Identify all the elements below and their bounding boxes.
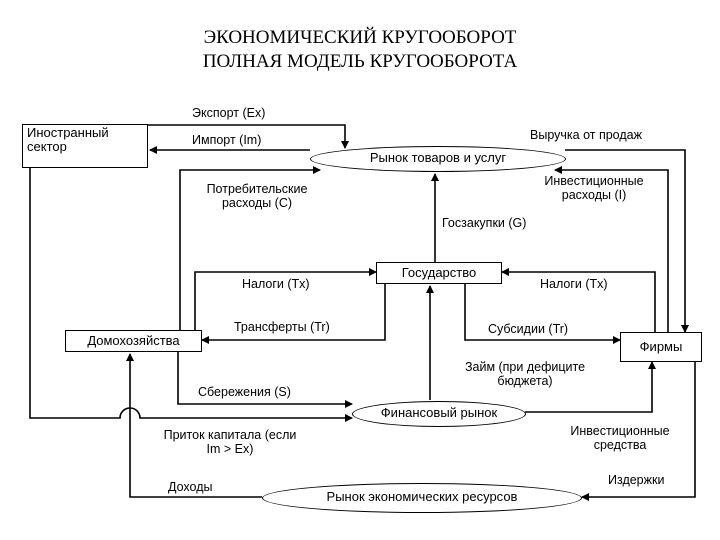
export-arrow bbox=[148, 124, 349, 149]
financial-market-oval: Финансовый рынок bbox=[352, 401, 526, 427]
incomes-arrow bbox=[126, 353, 262, 498]
investment-spending-arrow bbox=[554, 166, 669, 332]
costs-label: Издержки bbox=[608, 473, 665, 487]
transfers-arrow bbox=[201, 284, 386, 344]
taxes-firms-arrow bbox=[501, 268, 656, 332]
costs-arrow bbox=[581, 362, 696, 501]
sales-revenue-label: Выручка от продаж bbox=[530, 128, 642, 142]
goods-market-oval: Рынок товаров и услуг bbox=[310, 146, 566, 172]
title-line-1: ЭКОНОМИЧЕСКИЙ КРУГООБОРОТ bbox=[203, 27, 517, 48]
resources-market-oval: Рынок экономических ресурсов bbox=[262, 483, 582, 513]
transfers-label: Трансферты (Tr) bbox=[234, 320, 330, 334]
subsidies-arrow bbox=[464, 284, 621, 344]
investment-funds-arrow bbox=[525, 361, 656, 413]
title-line-2: ПОЛНАЯ МОДЕЛЬ КРУГООБОРОТА bbox=[202, 51, 518, 72]
taxes-firms-label: Налоги (Tx) bbox=[540, 277, 608, 291]
capital-inflow-label: Приток капитала (если Im > Ex) bbox=[163, 428, 297, 456]
import-label: Импорт (Im) bbox=[192, 133, 262, 147]
capital-inflow-arrow bbox=[29, 168, 353, 422]
export-label: Экспорт (Ex) bbox=[192, 106, 266, 120]
investment-funds-label: Инвестиционные средства bbox=[570, 424, 670, 452]
subsidies-label: Субсидии (Tr) bbox=[488, 322, 569, 336]
consumer-spending-label: Потребительские расходы (C) bbox=[206, 182, 308, 210]
foreign-sector-box: Иностранный сектор bbox=[22, 124, 148, 168]
savings-label: Сбережения (S) bbox=[198, 385, 291, 399]
investment-spending-label: Инвестиционные расходы (I) bbox=[544, 174, 644, 202]
firms-box: Фирмы bbox=[620, 332, 702, 362]
sales-revenue-arrow bbox=[565, 149, 689, 333]
taxes-households-label: Налоги (Tx) bbox=[242, 277, 310, 291]
consumer-spending-arrow bbox=[179, 166, 321, 330]
households-box: Домохозяйства bbox=[65, 330, 202, 352]
government-box: Государство bbox=[376, 262, 502, 284]
savings-arrow bbox=[177, 352, 353, 408]
incomes-label: Доходы bbox=[168, 480, 213, 494]
loans-label: Займ (при дефиците бюджета) bbox=[464, 360, 586, 388]
gov-purchases-label: Госзакупки (G) bbox=[442, 216, 527, 230]
taxes-households-arrow bbox=[194, 268, 377, 330]
